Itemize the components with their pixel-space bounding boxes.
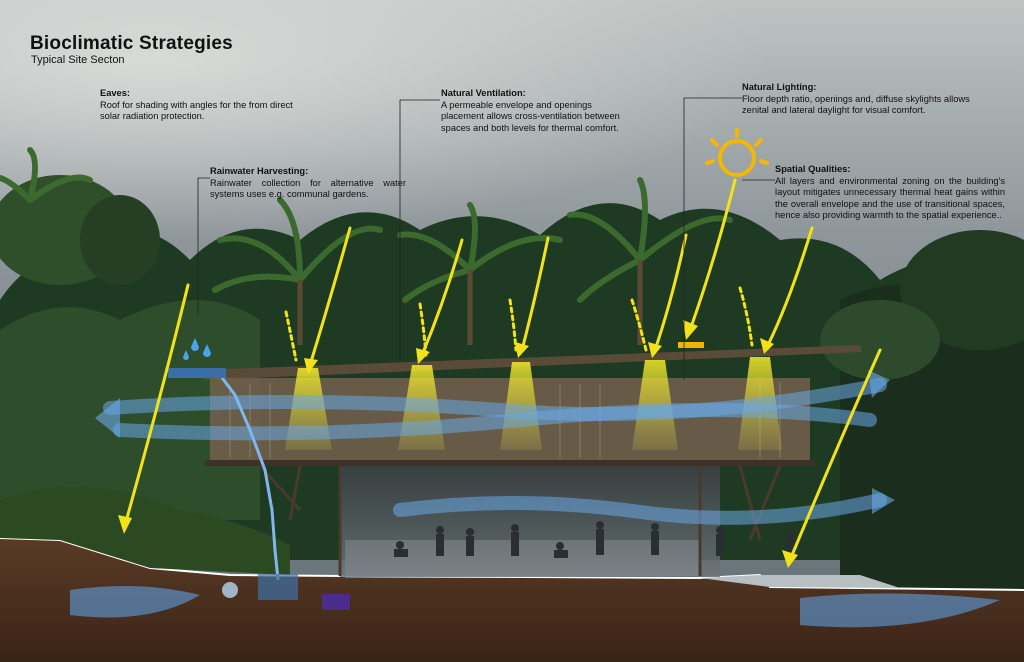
annotation-spatial-text: All layers and environmental zoning on t…	[775, 175, 1005, 221]
sun-icon	[705, 128, 769, 177]
annotation-rainwater-text: Rainwater collection for alternative wat…	[210, 177, 406, 200]
palm-trees	[0, 147, 733, 303]
airflow-arrows	[103, 378, 887, 525]
people-silhouettes	[394, 521, 794, 559]
annotation-spatial-heading: Spatial Qualities:	[775, 164, 851, 174]
annotation-rainwater: Rainwater Harvesting: Rainwater collecti…	[210, 166, 406, 201]
cistern	[258, 574, 298, 600]
storage-tank	[322, 594, 350, 610]
skylight	[678, 342, 704, 348]
annotation-eaves-text: Roof for shading with angles for the fro…	[100, 99, 293, 122]
plaza-terrace	[700, 575, 900, 588]
annotation-lighting-heading: Natural Lighting:	[742, 82, 817, 92]
annotation-ventilation-heading: Natural Ventilation:	[441, 88, 526, 98]
solar-ray-arrowheads	[118, 320, 798, 568]
leader-lines	[197, 97, 775, 380]
annotation-ventilation-text: A permeable envelope and openings placem…	[441, 99, 620, 133]
annotation-lighting: Natural Lighting: Floor depth ratio, ope…	[742, 82, 992, 117]
annotation-eaves: Eaves: Roof for shading with angles for …	[100, 88, 315, 123]
rainwater-gutter	[168, 368, 226, 378]
page-title: Bioclimatic Strategies	[30, 33, 233, 54]
roof	[200, 345, 862, 380]
filter-chamber	[222, 582, 238, 598]
annotation-rainwater-heading: Rainwater Harvesting:	[210, 166, 309, 176]
rainwater-downpipe	[175, 373, 280, 581]
annotation-ventilation: Natural Ventilation: A permeable envelop…	[441, 88, 623, 134]
groundwater	[70, 586, 1000, 628]
solar-ray-arrows	[123, 178, 882, 562]
annotation-eaves-heading: Eaves:	[100, 88, 130, 98]
soil-section	[0, 538, 1024, 662]
rain-droplets	[183, 338, 211, 360]
annotation-lighting-text: Floor depth ratio, openings and, diffuse…	[742, 93, 970, 116]
page-subtitle: Typical Site Secton	[31, 54, 125, 66]
annotation-spatial: Spatial Qualities: All layers and enviro…	[775, 164, 1005, 222]
floor-slab	[205, 460, 815, 466]
airflow-arrowheads	[95, 370, 895, 514]
ground-cover	[0, 487, 290, 575]
